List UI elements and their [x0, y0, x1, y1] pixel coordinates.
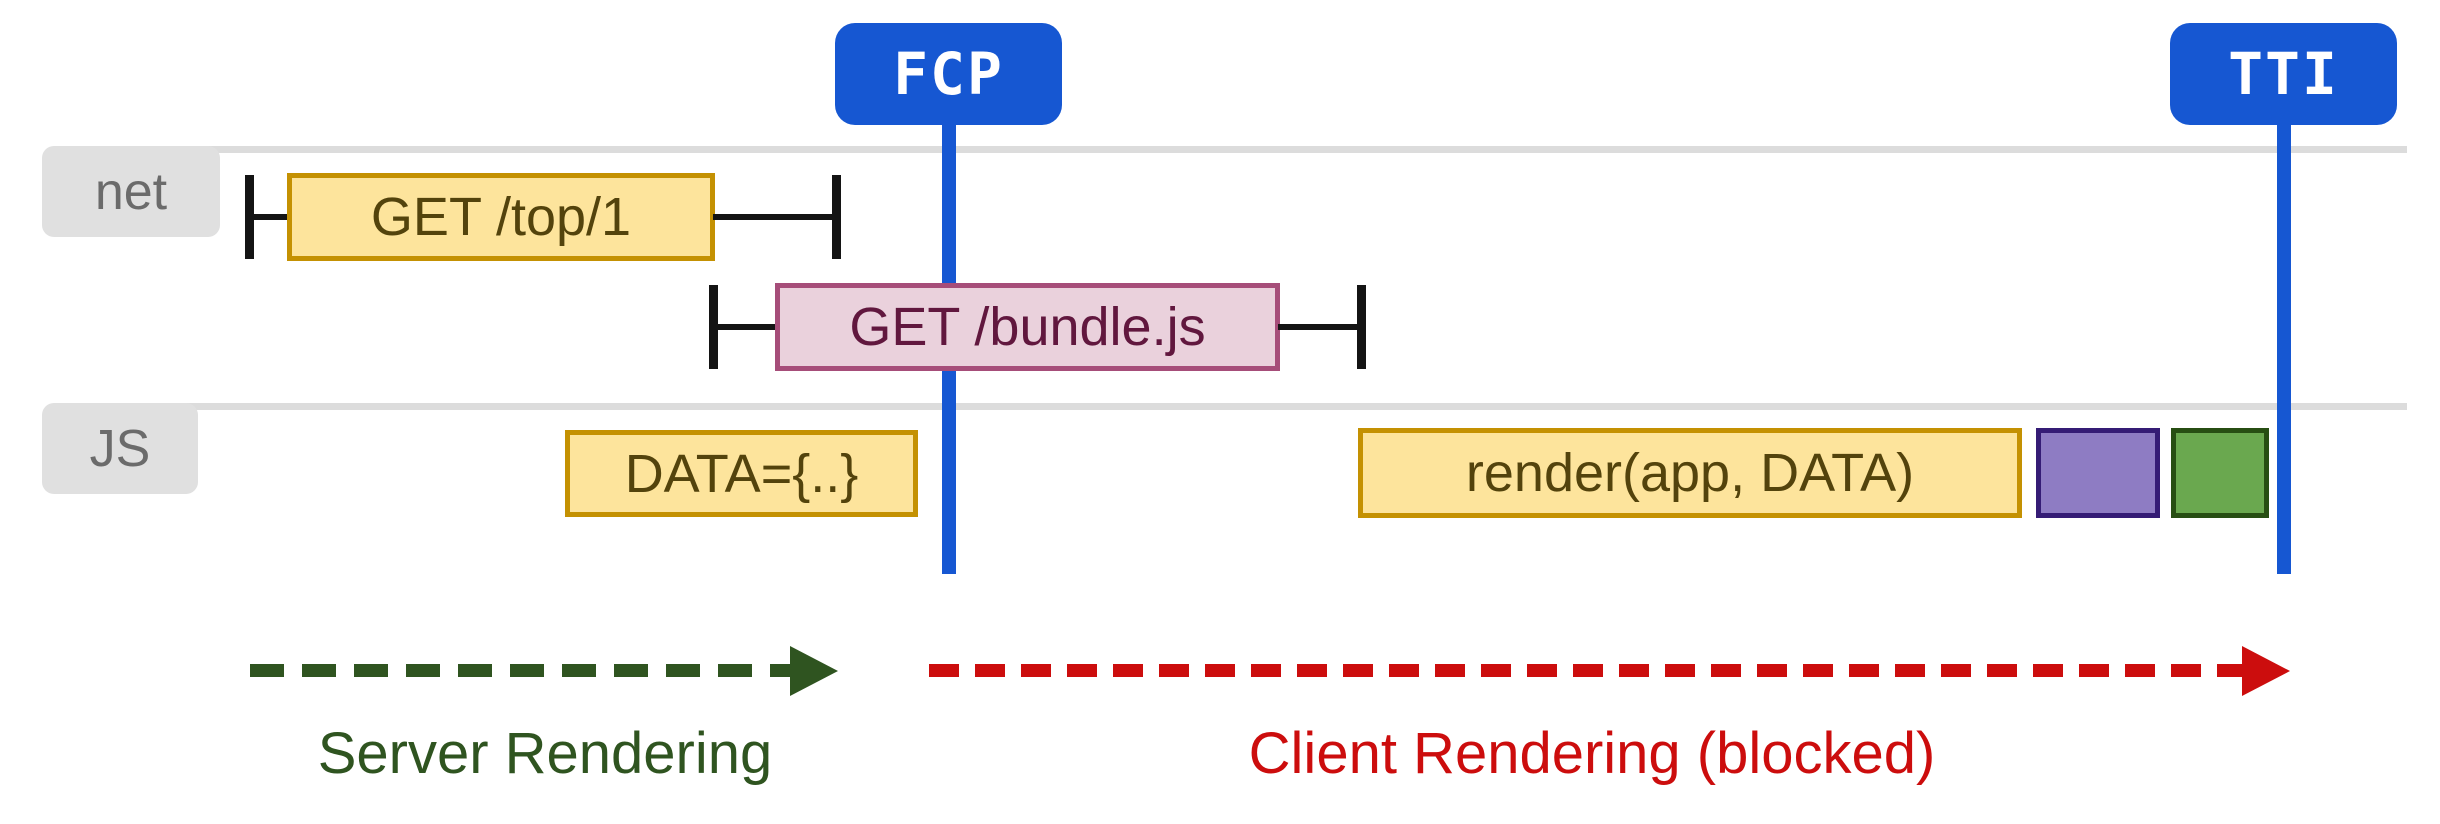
server-rendering-arrow	[250, 664, 790, 677]
js-track-label: JS	[42, 403, 198, 494]
client-rendering-arrowhead-icon	[2242, 646, 2290, 696]
tti-badge: TTI	[2170, 23, 2397, 125]
request-start-tick	[245, 175, 254, 259]
client-rendering-label: Client Rendering (blocked)	[1248, 721, 1936, 786]
fcp-badge: FCP	[835, 23, 1062, 125]
request-end-tick	[832, 175, 841, 259]
js-task-bar-render: render(app, DATA)	[1358, 428, 2022, 518]
server-rendering-label: Server Rendering	[317, 721, 773, 786]
js-task-bar-data: DATA={..}	[565, 430, 918, 517]
js-track-line	[60, 403, 2407, 410]
connector-line	[713, 214, 834, 220]
connector-line	[1278, 324, 1359, 330]
client-rendering-arrow	[929, 664, 2242, 677]
net-track-line	[60, 146, 2407, 153]
request-end-tick	[1357, 285, 1366, 369]
tti-milestone-line	[2277, 125, 2291, 574]
js-task-block-green	[2171, 428, 2269, 518]
server-rendering-arrowhead-icon	[790, 646, 838, 696]
request-start-tick	[709, 285, 718, 369]
js-task-block-purple	[2036, 428, 2160, 518]
net-track-label: net	[42, 146, 220, 237]
connector-line	[252, 214, 287, 220]
request-bar-bundle: GET /bundle.js	[775, 283, 1280, 371]
request-bar-top1: GET /top/1	[287, 173, 715, 261]
connector-line	[716, 324, 777, 330]
